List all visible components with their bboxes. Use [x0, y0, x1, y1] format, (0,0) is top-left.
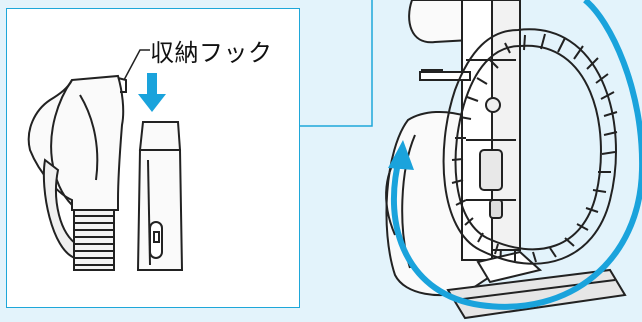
circular-arrow-icon: [388, 140, 414, 170]
wand-drawing: [136, 121, 184, 271]
vacuum-body: [385, 0, 627, 320]
vacuum-hose: [442, 28, 618, 265]
callout-leader-line: [123, 49, 150, 81]
rotation-arrow: [388, 0, 642, 310]
callout-connector-line: [300, 0, 373, 127]
handle-drawing: [27, 74, 127, 271]
down-arrow-icon: [138, 73, 166, 112]
storage-hook-label: 収納フック: [150, 39, 273, 67]
